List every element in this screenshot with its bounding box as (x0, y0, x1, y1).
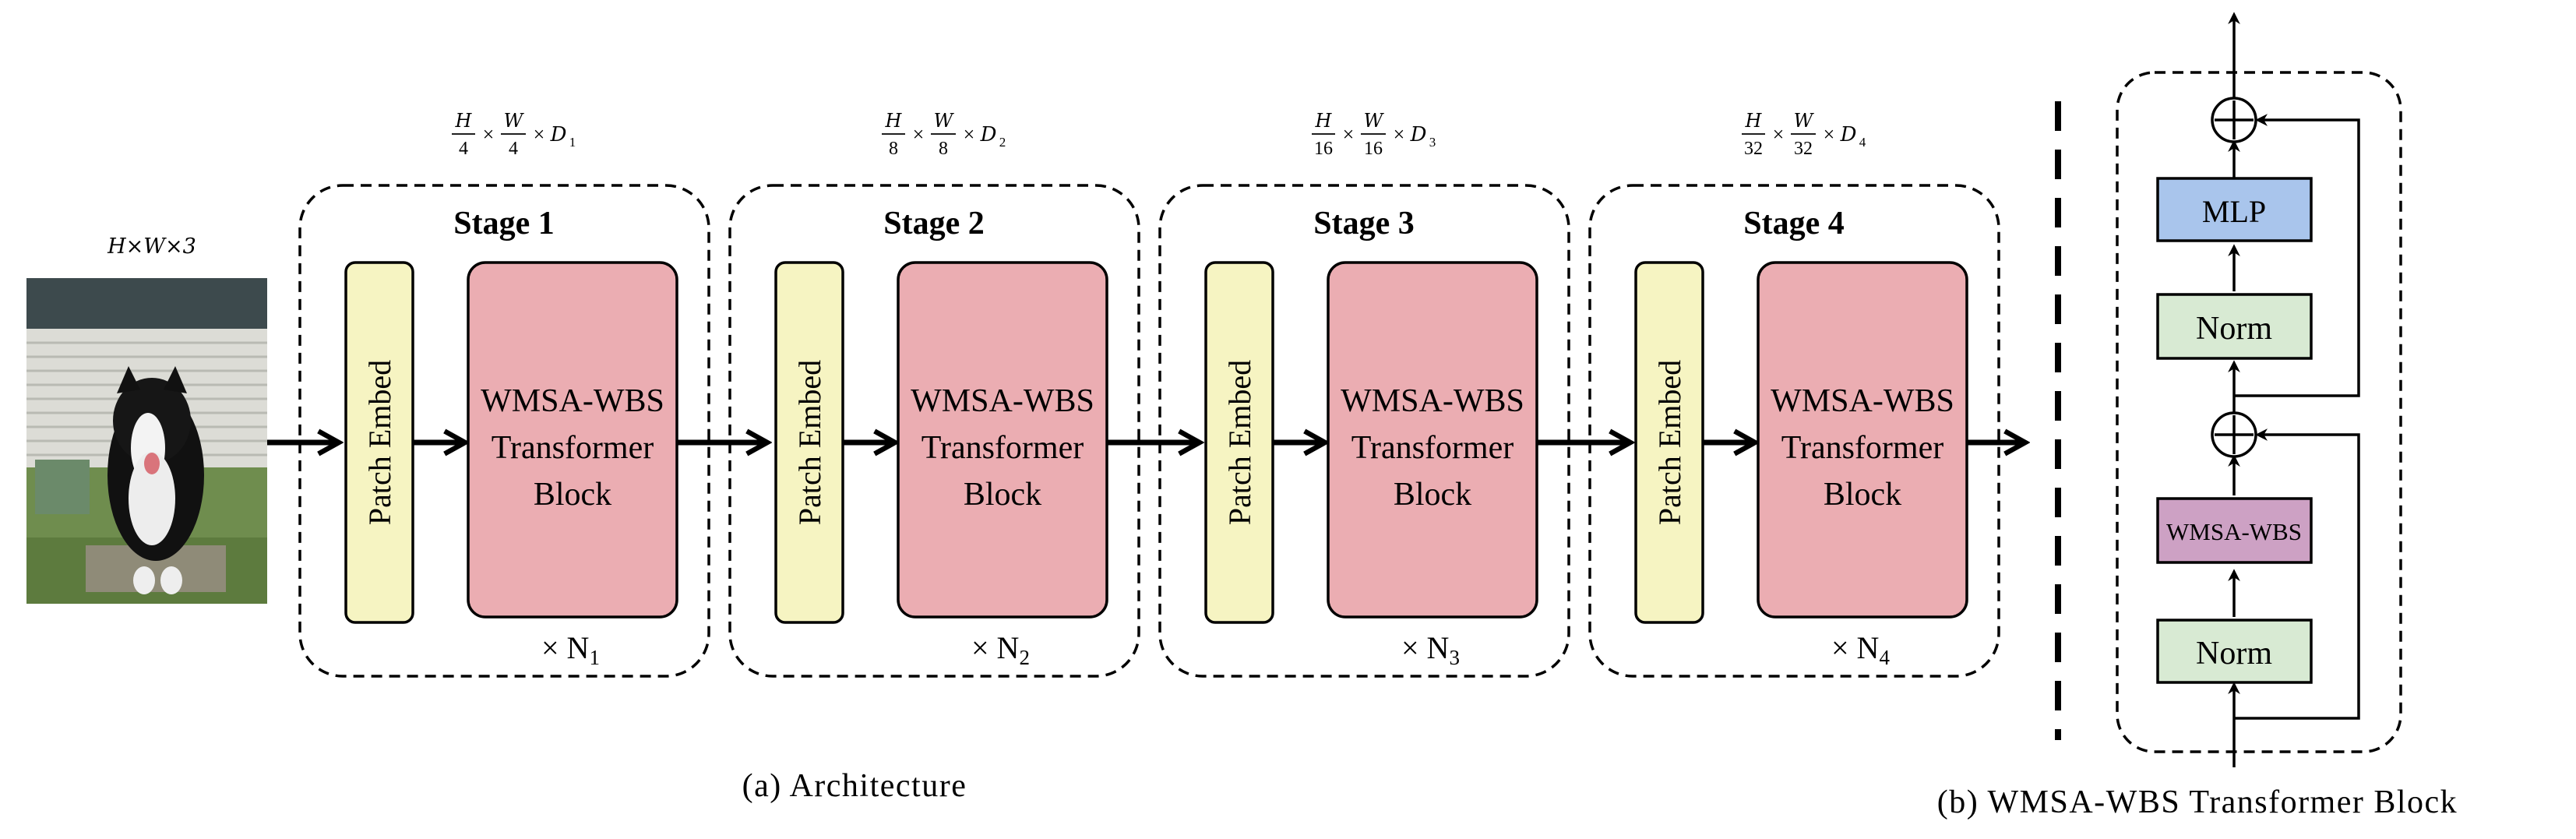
norm-bottom-label: Norm (2196, 636, 2272, 672)
repeat-count-prefix: × N (541, 630, 589, 665)
frac-h-numerator: H (885, 110, 903, 132)
repeat-count-prefix: × N (1401, 630, 1449, 665)
stage-2-title: Stage 2 (883, 206, 985, 241)
frac-w-denominator: 4 (509, 139, 518, 159)
caption-architecture: (a) Architecture (742, 768, 967, 804)
frac-w-numerator: W (934, 110, 955, 132)
depth-subscript: 2 (999, 135, 1006, 150)
transformer-block-3-line: WMSA-WBS (1341, 383, 1524, 419)
transformer-block-4-line: WMSA-WBS (1771, 383, 1954, 419)
repeat-count-2: × N2 (971, 630, 1030, 669)
transformer-block-1 (467, 261, 678, 619)
input-dims-label: H×W×3 (107, 234, 196, 259)
frac-h-denominator: 4 (459, 139, 468, 159)
stage-2: Stage 2 Patch Embed WMSA-WBS TransformerBlo… (728, 110, 1140, 678)
depth-subscript: 3 (1429, 135, 1436, 150)
transformer-block-2-line: WMSA-WBS (911, 383, 1094, 419)
patch-embed-label-2: Patch Embed (792, 360, 827, 525)
repeat-count-1: × N1 (541, 630, 600, 669)
frac-h-denominator: 32 (1744, 139, 1763, 159)
stage-1-title: Stage 1 (453, 206, 555, 241)
transformer-block-1-line: Block (534, 477, 611, 513)
caption-block: (b) WMSA-WBS Transformer Block (1937, 784, 2458, 820)
frac-w-numerator: W (1794, 110, 1815, 132)
stage-4-title: Stage 4 (1743, 206, 1845, 241)
frac-w-denominator: 32 (1794, 139, 1813, 159)
transformer-block-4-line: Transformer (1781, 430, 1943, 466)
repeat-count-prefix: × N (1831, 630, 1879, 665)
stage-4-frame (1588, 184, 2000, 678)
stage-3-title: Stage 3 (1313, 206, 1415, 241)
frac-h-numerator: H (1315, 110, 1333, 132)
input-photo (26, 278, 267, 604)
transformer-block-1-line: WMSA-WBS (481, 383, 664, 419)
patch-embed-label-4: Patch Embed (1652, 360, 1687, 525)
repeat-count-4: × N4 (1831, 630, 1890, 669)
times-symbol: × (913, 123, 925, 146)
add-node-bottom (2211, 411, 2257, 458)
times-symbol: × (534, 123, 545, 146)
attention-label: WMSA-WBS (2166, 518, 2302, 545)
transformer-block-3 (1327, 261, 1538, 619)
frac-w-denominator: 16 (1364, 139, 1383, 159)
transformer-block-1-line: Transformer (492, 430, 654, 466)
frac-w-numerator: W (504, 110, 525, 132)
transformer-block-2-line: Transformer (922, 430, 1084, 466)
attention-box (2156, 497, 2313, 564)
transformer-block-3-line: Transformer (1351, 430, 1514, 466)
times-symbol: × (964, 123, 975, 146)
mlp-box (2156, 177, 2313, 242)
block-detail: MLP Norm WMSA-WBS Norm (2116, 12, 2402, 767)
stage-3: Stage 3 Patch Embed WMSA-WBS TransformerBlo… (1158, 110, 1570, 678)
repeat-count-3: × N3 (1401, 630, 1460, 669)
depth-symbol: D (980, 123, 997, 146)
transformer-block-3-line: Block (1394, 477, 1471, 513)
norm-top-box (2156, 293, 2313, 360)
norm-top-label: Norm (2196, 311, 2272, 347)
stage-1-frame (298, 184, 710, 678)
depth-symbol: D (550, 123, 567, 146)
frac-h-numerator: H (455, 110, 473, 132)
times-symbol: × (1824, 123, 1835, 146)
add-node-top (2211, 97, 2257, 143)
stage-2-frame (728, 184, 1140, 678)
mlp-label: MLP (2202, 194, 2266, 229)
frac-w-numerator: W (1364, 110, 1385, 132)
stage-4: Stage 4 Patch Embed WMSA-WBS TransformerBlo… (1588, 110, 2000, 678)
repeat-count-subscript: 3 (1449, 646, 1460, 669)
depth-subscript: 1 (569, 135, 576, 150)
repeat-count-subscript: 2 (1019, 646, 1030, 669)
depth-symbol: D (1410, 123, 1427, 146)
transformer-block-2 (897, 261, 1108, 619)
repeat-count-prefix: × N (971, 630, 1019, 665)
times-symbol: × (1343, 123, 1355, 146)
frac-h-denominator: 16 (1314, 139, 1333, 159)
patch-embed-label-3: Patch Embed (1222, 360, 1257, 525)
frac-w-denominator: 8 (939, 139, 948, 159)
stage-3-frame (1158, 184, 1570, 678)
times-symbol: × (1773, 123, 1785, 146)
norm-bottom-box (2156, 619, 2313, 684)
times-symbol: × (1394, 123, 1405, 146)
patch-embed-label-1: Patch Embed (362, 360, 397, 525)
times-symbol: × (483, 123, 495, 146)
frac-h-numerator: H (1745, 110, 1763, 132)
transformer-block-4-line: Block (1824, 477, 1901, 513)
repeat-count-subscript: 4 (1879, 646, 1890, 669)
depth-symbol: D (1840, 123, 1857, 146)
stage-1: Stage 1 Patch Embed WMSA-WBS TransformerBlo… (298, 110, 710, 678)
frac-h-denominator: 8 (889, 139, 898, 159)
transformer-block-2-line: Block (964, 477, 1041, 513)
depth-subscript: 4 (1859, 135, 1866, 150)
repeat-count-subscript: 1 (589, 646, 600, 669)
